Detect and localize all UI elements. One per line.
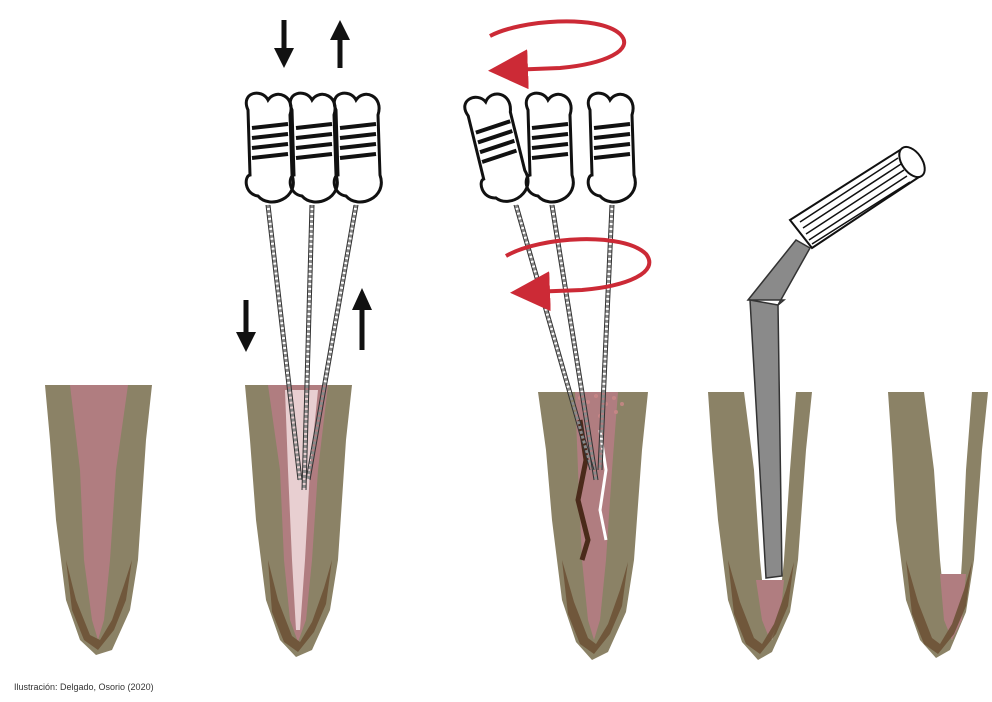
arrow-up-icon bbox=[352, 288, 372, 350]
illustration-credit: Ilustración: Delgado, Osorio (2020) bbox=[14, 682, 154, 692]
file-handles-rotary bbox=[463, 90, 635, 206]
file-handle-icon bbox=[588, 93, 635, 202]
root-untreated bbox=[45, 385, 152, 655]
file-handle-icon bbox=[290, 93, 337, 202]
file-handle-icon bbox=[463, 90, 532, 206]
file-handle-icon bbox=[526, 93, 573, 202]
root-prepared bbox=[888, 392, 988, 658]
file-handles-vertical bbox=[246, 93, 381, 202]
arrow-up-icon bbox=[330, 20, 350, 68]
root-rotary-filing bbox=[538, 392, 648, 660]
arrow-down-icon bbox=[274, 20, 294, 68]
file-handle-icon bbox=[246, 93, 293, 202]
rotation-arrow-icon bbox=[506, 239, 649, 292]
rotation-arrow-icon bbox=[490, 21, 624, 70]
root-vertical-filing bbox=[245, 385, 352, 657]
file-handle-icon bbox=[334, 93, 381, 202]
arrow-down-icon bbox=[236, 300, 256, 352]
handpiece-icon bbox=[790, 142, 930, 248]
